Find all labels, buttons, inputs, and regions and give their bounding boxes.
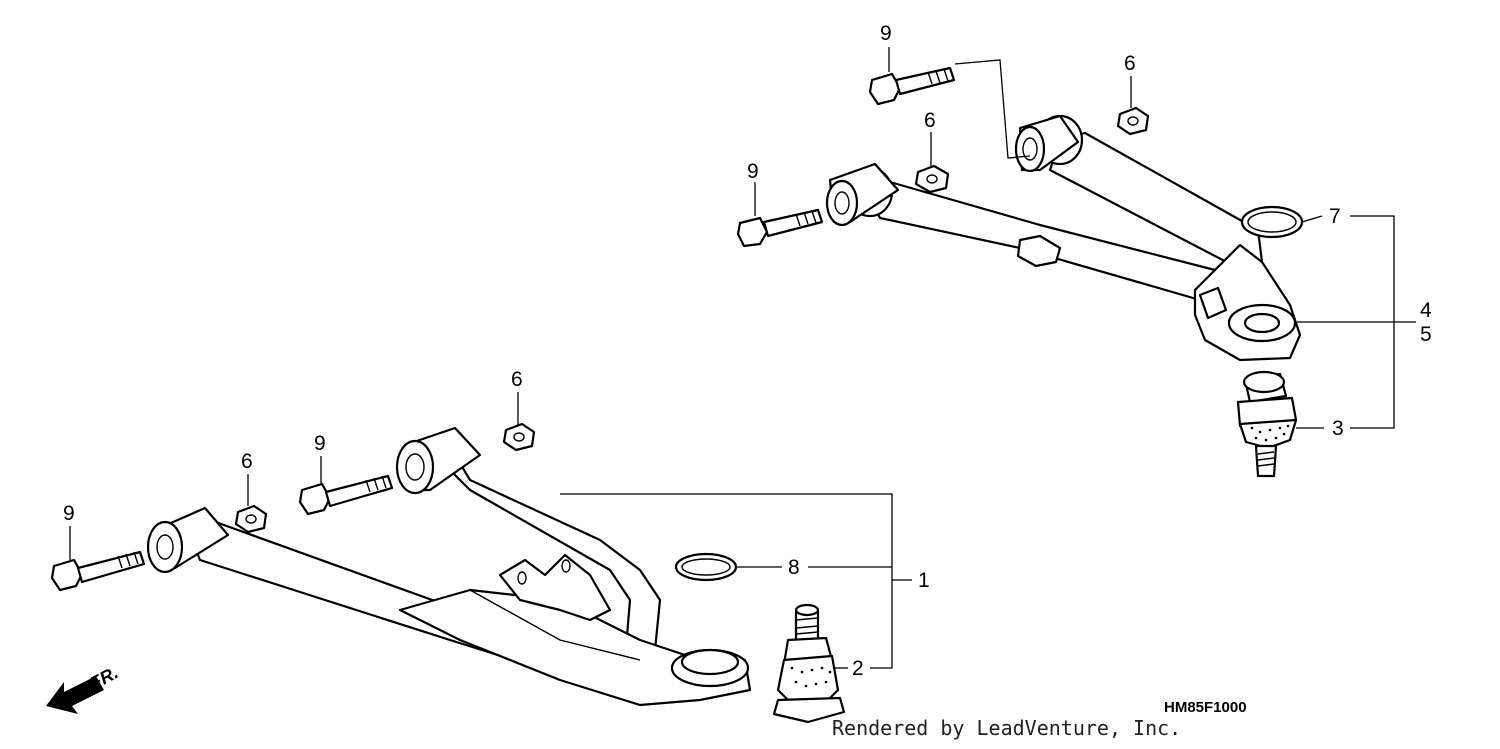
callout-6-lower-rear-nut: 6 [511,368,523,391]
callout-5: 5 [1420,323,1432,346]
callout-6-upper-front-nut: 6 [924,109,936,132]
callout-7-snap-ring-upper: 7 [1329,205,1341,228]
lower-arm-assembly[interactable] [146,426,752,707]
callout-4: 4 [1420,299,1432,322]
flange-nut-lower-rear[interactable] [502,422,536,452]
ball-joint-upper[interactable] [1236,370,1298,478]
callout-9-lower-rear-bolt: 9 [314,432,326,455]
flange-bolt-upper-front[interactable] [736,208,824,248]
callout-8-snap-ring-lower: 8 [788,556,800,579]
flange-nut-upper-rear[interactable] [1116,106,1150,136]
flange-bolt-lower-rear[interactable] [298,474,394,516]
callout-2-ball-joint-lower: 2 [852,657,864,680]
flange-bolt-lower-front[interactable] [50,550,146,592]
callout-6-upper-rear-nut: 6 [1124,52,1136,75]
flange-nut-lower-front[interactable] [234,504,268,534]
snap-ring-upper[interactable] [1240,205,1304,239]
callout-9-upper-rear-bolt: 9 [880,22,892,45]
ball-joint-lower[interactable] [772,603,846,724]
leader-lines [69,47,1416,669]
flange-bolt-upper-rear[interactable] [868,66,956,106]
callout-3-ball-joint-upper: 3 [1332,417,1344,440]
callout-9-lower-front-bolt: 9 [63,502,75,525]
snap-ring-lower[interactable] [674,552,738,582]
callout-1-lower-arm: 1 [918,569,930,592]
callout-6-lower-front-nut: 6 [241,450,253,473]
front-direction-arrow-icon [46,676,104,714]
flange-nut-upper-front[interactable] [914,164,950,194]
drawing-code: HM85F1000 [1164,699,1247,716]
upper-arm-assembly[interactable] [825,114,1302,362]
callout-9-upper-front-bolt: 9 [747,160,759,183]
render-credit: Rendered by LeadVenture, Inc. [832,716,1182,740]
